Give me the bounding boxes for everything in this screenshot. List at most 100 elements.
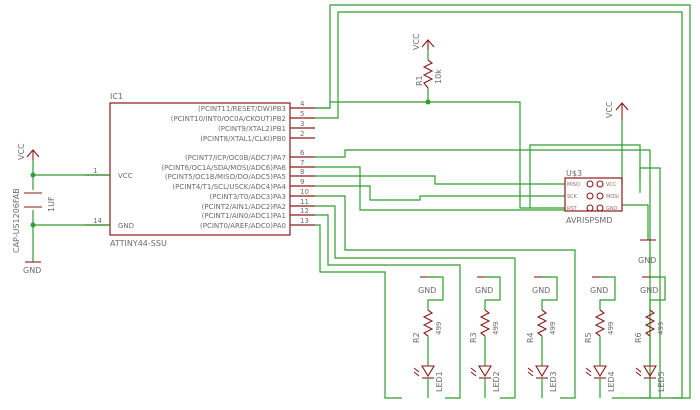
- ic1-pin-8[interactable]: (PCINT5/OC1B/MISO/DO/ADC5)PA5 8: [165, 168, 315, 181]
- svg-text:GND: GND: [23, 266, 41, 275]
- resistor-zigzag: [479, 309, 491, 337]
- cap-value: 1UF: [47, 196, 56, 212]
- gnd-label: GND: [590, 286, 608, 295]
- pin-label: (PCINT8/XTAL1/CLKI)PB0: [200, 135, 286, 143]
- r1-vcc-symbol: VCC: [412, 33, 435, 50]
- svg-text:VCC: VCC: [412, 33, 421, 50]
- cap-vcc-symbol: VCC: [17, 143, 40, 160]
- pin-number: 13: [300, 217, 309, 225]
- resistor-name: R4: [526, 332, 535, 343]
- pin-label: (PCINT5/OC1B/MISO/DO/ADC5)PA5: [165, 173, 286, 181]
- led-name: LED2: [492, 371, 501, 392]
- r1-value: 10k: [434, 69, 443, 84]
- wire-pa4-sck: [315, 185, 565, 201]
- pad: [586, 204, 594, 212]
- ic1-value: ATTINY44-SSU: [110, 239, 167, 248]
- svg-text:VCC: VCC: [17, 143, 26, 160]
- led-ray: [413, 371, 420, 377]
- resistor-r1[interactable]: R1 10k VCC: [412, 33, 443, 89]
- isp-pin-rst[interactable]: RST: [567, 204, 594, 212]
- cap-gnd-symbol: GND: [23, 261, 41, 275]
- resistor-zigzag: [644, 309, 656, 337]
- pin-label: (PCINT1/AIN0/ADC1)PA1: [202, 212, 286, 220]
- pin-number: 5: [300, 110, 304, 118]
- isp-pin-vcc[interactable]: VCC: [596, 180, 617, 188]
- pin-number: 2: [300, 130, 304, 138]
- led-name: LED3: [549, 371, 558, 392]
- wire-pa0: [315, 224, 402, 399]
- pin-label: GND: [118, 222, 134, 230]
- pin-number: 6: [300, 149, 305, 157]
- isp-vcc-symbol: VCC: [605, 101, 629, 120]
- wire-mosi-right: [639, 167, 661, 398]
- wire-isp-vcc-loop: [529, 144, 641, 208]
- led-ray: [585, 371, 592, 377]
- wire-gnd: [484, 276, 501, 310]
- pin-label: (PCINT11/RESET/DW)PB3: [198, 105, 286, 113]
- resistor-name: R2: [412, 332, 421, 343]
- led-ray: [635, 371, 642, 377]
- pin-number: 14: [93, 217, 102, 225]
- resistor-value: 499: [492, 322, 500, 335]
- isp-pin-sck[interactable]: SCK: [567, 192, 594, 200]
- capacitor-c1[interactable]: CAP-US1206FAB 1UF VCC GND: [12, 143, 56, 275]
- isp-body: [564, 177, 623, 212]
- isp-pin-gnd[interactable]: GND: [596, 204, 618, 212]
- wire-pa5-miso: [315, 175, 565, 185]
- pin-label: RST: [567, 206, 578, 212]
- led-ray: [470, 371, 477, 377]
- junction-r1: [425, 99, 431, 105]
- isp-pin-miso[interactable]: MISO: [567, 180, 594, 188]
- resistor-name: R5: [584, 332, 593, 343]
- led-diode: [643, 365, 657, 378]
- wire-pa3: [315, 195, 576, 399]
- pin-label: VCC: [606, 182, 617, 188]
- ic1-name: IC1: [110, 92, 123, 101]
- isp-name: U$3: [566, 169, 582, 178]
- isp-value: AVRISPSMD: [566, 216, 612, 225]
- wires: [32, 4, 691, 399]
- ic1-attiny44[interactable]: IC1 ATTINY44-SSU (PCINT11/RESET/DW)PB34(…: [85, 92, 315, 248]
- pin-number: 7: [300, 159, 304, 167]
- isp-pin-mosi[interactable]: MOSI: [596, 192, 619, 200]
- ic1-pin-2[interactable]: (PCINT8/XTAL1/CLKI)PB0 2: [200, 130, 315, 143]
- svg-text:VCC: VCC: [605, 101, 614, 118]
- pad: [586, 180, 594, 188]
- wire-gnd: [649, 276, 666, 310]
- r1-zigzag: [422, 59, 434, 89]
- pad: [586, 192, 594, 200]
- ic1-body: [109, 102, 291, 236]
- pin-label: GND: [606, 206, 618, 212]
- resistor-zigzag: [536, 309, 548, 337]
- junction-gnd: [30, 222, 36, 228]
- pin-number: 8: [300, 168, 304, 176]
- wire-gnd: [599, 276, 616, 310]
- resistor-value: 499: [435, 322, 443, 335]
- wire-pa2: [315, 205, 516, 399]
- resistor-value: 499: [549, 322, 557, 335]
- pin-label: (PCINT4/T1/SCL/USCK/ADC4)PA4: [172, 183, 286, 191]
- pad: [596, 180, 604, 188]
- junctions: [30, 99, 431, 228]
- led-name: LED5: [657, 371, 666, 392]
- led-name: LED1: [435, 371, 444, 392]
- resistor-name: R3: [469, 332, 478, 343]
